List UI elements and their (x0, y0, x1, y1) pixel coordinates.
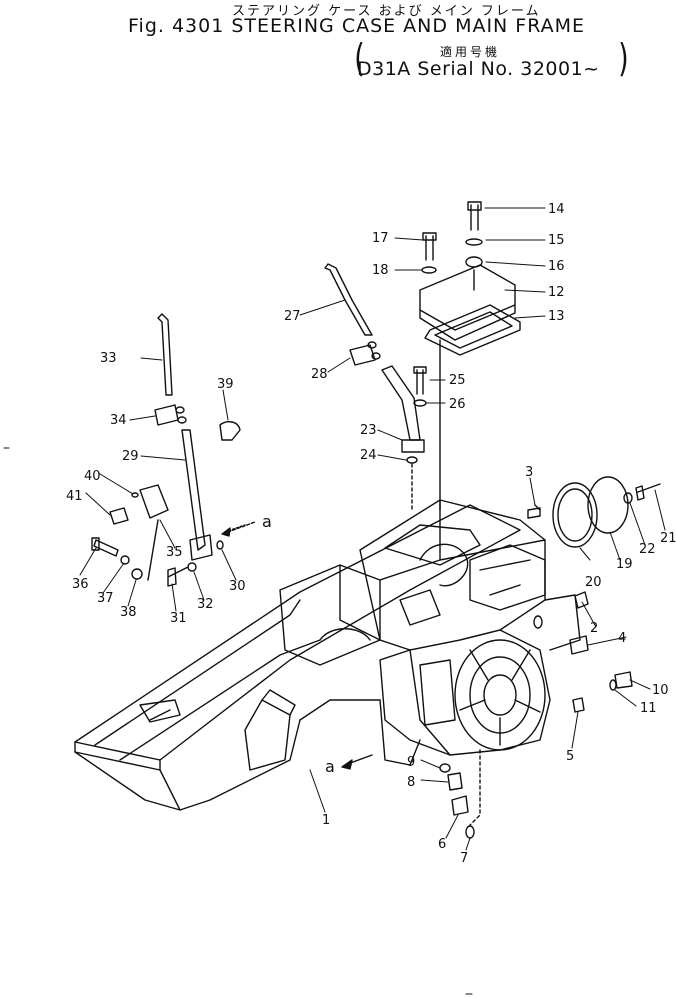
side-cover-drawing (527, 476, 661, 548)
callout-33: 33 (100, 351, 117, 366)
view-marker-a-upper: a (262, 512, 272, 531)
callout-2: 2 (590, 621, 598, 636)
leader-lines (79, 207, 666, 851)
callout-3: 3 (525, 465, 533, 480)
callout-32: 32 (197, 597, 214, 612)
dipstick-pipe-drawing (324, 263, 427, 511)
paren-open: ( (354, 36, 365, 80)
title-japanese: ステアリング ケース および メイン フレーム (232, 4, 541, 19)
callout-20: 20 (585, 575, 602, 590)
callout-36: 36 (72, 577, 89, 592)
callout-labels: 1 2 3 4 5 6 7 8 9 10 11 12 13 14 15 16 1… (66, 202, 676, 866)
callout-6: 6 (438, 837, 446, 852)
callout-5: 5 (566, 749, 574, 764)
callout-38: 38 (120, 605, 137, 620)
figure-header: ステアリング ケース および メイン フレーム Fig. 4301 STEERI… (0, 0, 676, 90)
applicable-label-japanese: 適用号機 (440, 45, 501, 59)
callout-15: 15 (548, 233, 565, 248)
callout-7: 7 (460, 851, 468, 866)
callout-39: 39 (217, 377, 234, 392)
figure-title: Fig. 4301 STEERING CASE AND MAIN FRAME (128, 15, 586, 37)
callout-11: 11 (640, 701, 657, 716)
callout-14: 14 (548, 202, 565, 217)
callout-4: 4 (618, 631, 626, 646)
callout-31: 31 (170, 611, 187, 626)
callout-10: 10 (652, 683, 669, 698)
main-frame-drawing (74, 499, 581, 811)
callout-41: 41 (66, 489, 83, 504)
callout-16: 16 (548, 259, 565, 274)
view-marker-a-lower: a (325, 757, 335, 776)
callout-18: 18 (372, 263, 389, 278)
callout-1: 1 (322, 813, 330, 828)
paren-close: ) (618, 36, 629, 80)
callout-8: 8 (407, 775, 415, 790)
callout-29: 29 (122, 449, 139, 464)
callout-37: 37 (97, 591, 114, 606)
callout-22: 22 (639, 542, 656, 557)
view-arrow-a-lower (341, 754, 373, 770)
callout-25: 25 (449, 373, 466, 388)
callout-21: 21 (660, 531, 676, 546)
steering-cover-drawing (419, 201, 521, 511)
callout-9: 9 (407, 755, 415, 770)
callout-40: 40 (84, 469, 101, 484)
callout-13: 13 (548, 309, 565, 324)
callout-26: 26 (449, 397, 466, 412)
view-arrow-a-upper (221, 524, 246, 537)
left-pipe-assembly-drawing (91, 313, 256, 587)
callout-24: 24 (360, 448, 377, 463)
callout-12: 12 (548, 285, 565, 300)
callout-30: 30 (229, 579, 246, 594)
callout-23: 23 (360, 423, 377, 438)
callout-34: 34 (110, 413, 127, 428)
serial-number: D31A Serial No. 32001~ (357, 58, 600, 80)
callout-19: 19 (616, 557, 633, 572)
callout-27: 27 (284, 309, 301, 324)
fittings-drawing (439, 591, 633, 839)
callout-28: 28 (311, 367, 328, 382)
callout-17: 17 (372, 231, 389, 246)
callout-35: 35 (166, 545, 183, 560)
